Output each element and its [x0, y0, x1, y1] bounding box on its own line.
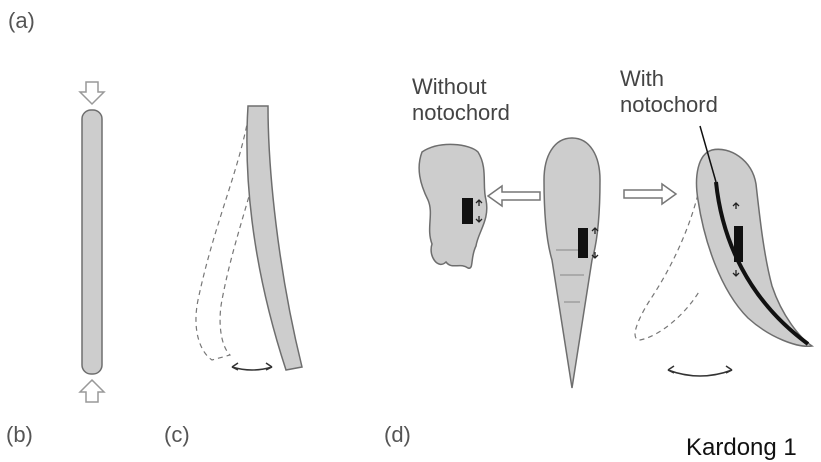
- muscle-block-left: [462, 198, 473, 224]
- panel-c-bending-rod: [196, 106, 302, 370]
- caption-without-line2: notochord: [412, 100, 510, 126]
- panel-label-b: (b): [6, 422, 33, 448]
- with-swing-arrow: [668, 370, 732, 376]
- compression-arrow-top: [80, 82, 104, 104]
- center-body: [544, 138, 600, 388]
- caption-with: With notochord: [620, 66, 718, 118]
- caption-without-line1: Without: [412, 74, 510, 100]
- panel-label-d: (d): [384, 422, 411, 448]
- credit-label: Kardong 1: [686, 434, 797, 462]
- caption-without: Without notochord: [412, 74, 510, 126]
- without-notochord-body: [419, 144, 487, 268]
- panel-b-rod: [80, 82, 104, 402]
- arrow-left: [488, 186, 540, 206]
- with-notochord-body: [635, 126, 812, 376]
- panel-label-a: (a): [8, 8, 35, 34]
- caption-with-line2: notochord: [620, 92, 718, 118]
- compression-arrow-bottom: [80, 380, 104, 402]
- muscle-block-center: [578, 228, 588, 258]
- arrow-right: [624, 184, 676, 204]
- muscle-block-right: [734, 226, 743, 262]
- with-dashed-outline: [635, 186, 700, 340]
- caption-with-line1: With: [620, 66, 718, 92]
- rod-bent: [247, 106, 302, 370]
- rod-straight: [82, 110, 102, 374]
- panel-label-c: (c): [164, 422, 190, 448]
